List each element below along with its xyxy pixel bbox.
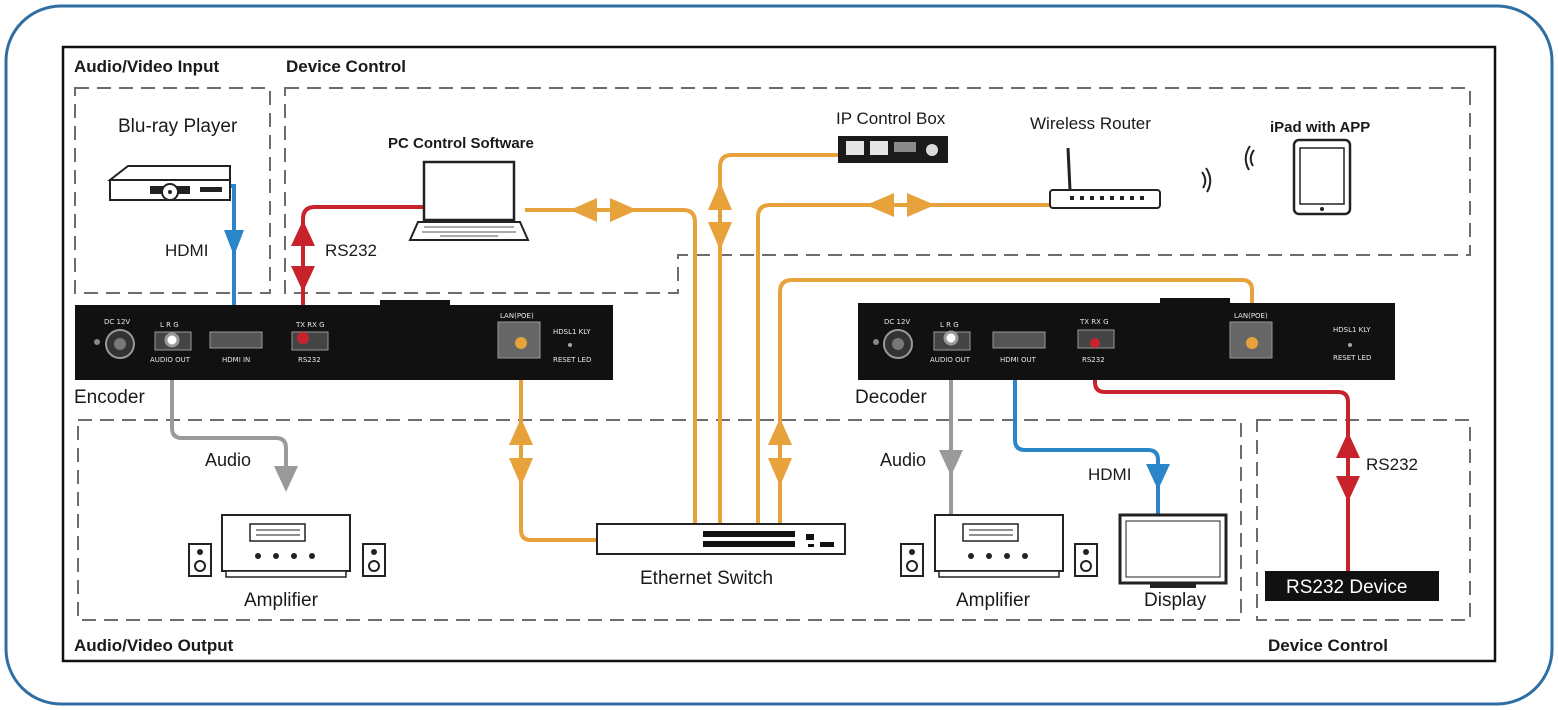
device-control-top-box — [284, 87, 1471, 294]
av-output-title: Audio/Video Output — [74, 636, 234, 655]
hdmi-arrow-down-in — [224, 230, 244, 256]
decoder-audio-out: AUDIO OUT — [930, 356, 971, 364]
eth-arrow-router-right — [907, 193, 935, 217]
wifi-waves-icon — [1201, 145, 1255, 193]
router-label: Wireless Router — [1030, 114, 1151, 133]
device-control-bottom-title: Device Control — [1268, 636, 1388, 655]
ethernet-line-decoder — [778, 278, 1254, 524]
encoder-hdmi-in: HDMI IN — [222, 356, 250, 364]
bluray-label: Blu-ray Player — [118, 116, 238, 137]
speaker-right-2-icon — [1074, 543, 1098, 577]
display-icon — [1118, 513, 1228, 588]
decoder-label: Decoder — [855, 387, 927, 408]
ethernet-switch-icon — [596, 523, 846, 555]
audio-arrow-right — [939, 450, 963, 476]
rs232-top-link-label: RS232 — [325, 241, 377, 260]
encoder-panel: DC 12V L R G AUDIO OUT HDMI IN TX RX G R… — [75, 300, 613, 380]
amplifier-right-label: Amplifier — [956, 590, 1031, 611]
ethernet-lines — [519, 153, 1254, 542]
laptop-icon — [408, 160, 530, 241]
audio-line-left — [170, 340, 288, 478]
rs232-arrow-right-down — [1336, 476, 1360, 502]
ethernet-arrows — [509, 182, 935, 486]
encoder-txrx: TX RX G — [295, 321, 325, 329]
rs232-arrow-top-down — [291, 266, 315, 292]
hdmi-line-output — [1013, 342, 1160, 515]
ipad-icon — [1292, 138, 1352, 216]
amplifier-left-label: Amplifier — [244, 590, 319, 611]
decoder-panel: DC 12V L R G AUDIO OUT HDMI OUT TX RX G … — [858, 298, 1395, 380]
eth-arrow-ipbox-down — [708, 222, 732, 250]
switch-label: Ethernet Switch — [640, 568, 773, 589]
hdmi-in-link-label: HDMI — [165, 241, 208, 260]
audio-arrows — [274, 450, 963, 492]
ip-control-box-icon — [838, 136, 948, 163]
av-input-box — [74, 87, 271, 294]
audio-left-link-label: Audio — [205, 450, 251, 470]
speaker-right-1-icon — [900, 543, 924, 577]
port-dots — [164, 330, 1258, 349]
hdmi-arrow-down-out — [1146, 464, 1170, 490]
inner-frame — [61, 45, 1497, 663]
device-control-top-title: Device Control — [286, 57, 406, 76]
decoder-lan: LAN(POE) — [1234, 312, 1268, 320]
decoder-status: HDSL1 KLY — [1333, 326, 1371, 334]
hdmi-out-link-label: HDMI — [1088, 465, 1131, 484]
rs232-arrows — [291, 220, 1360, 502]
av-output-box — [77, 419, 1242, 621]
ip-box-label: IP Control Box — [836, 109, 946, 128]
encoder-rs232: RS232 — [298, 356, 321, 364]
ethernet-line-pc — [525, 208, 697, 524]
rs232-right-link-label: RS232 — [1366, 455, 1418, 474]
decoder-hdmi-out: HDMI OUT — [1000, 356, 1037, 364]
eth-arrow-encoder-up — [509, 418, 533, 445]
rs232-arrow-right-up — [1336, 432, 1360, 458]
rs232-line-device — [1093, 345, 1350, 572]
encoder-label: Encoder — [74, 387, 145, 408]
rs232-lines — [301, 205, 1350, 572]
ipad-label: iPad with APP — [1270, 119, 1370, 136]
eth-arrow-pc-left — [570, 198, 597, 222]
audio-right-link-label: Audio — [880, 450, 926, 470]
rs232-device-label: RS232 Device — [1286, 577, 1407, 598]
speaker-left-1-icon — [188, 543, 212, 577]
eth-arrow-decoder-down — [768, 458, 792, 486]
eth-arrow-decoder-up — [768, 418, 792, 445]
av-input-title: Audio/Video Input — [74, 57, 219, 76]
encoder-audio-out: AUDIO OUT — [150, 356, 191, 364]
audio-arrow-left — [274, 466, 298, 492]
ethernet-line-encoder — [519, 345, 598, 542]
encoder-dc12v: DC 12V — [104, 318, 130, 326]
rs232-line-pc — [301, 205, 424, 338]
device-control-bottom-box — [1256, 419, 1471, 621]
encoder-reset: RESET LED — [553, 356, 591, 364]
rs232-device-box — [1265, 571, 1439, 601]
pc-label: PC Control Software — [388, 135, 534, 152]
rs232-arrow-top-up — [291, 220, 315, 246]
decoder-txrx: TX RX G — [1079, 318, 1109, 326]
eth-arrow-ipbox-up — [708, 182, 732, 210]
decoder-reset: RESET LED — [1333, 354, 1371, 362]
eth-arrow-pc-right — [610, 198, 637, 222]
eth-arrow-router-left — [866, 193, 894, 217]
decoder-dc12v: DC 12V — [884, 318, 910, 326]
encoder-lr: L R G — [160, 321, 179, 329]
encoder-lan: LAN(POE) — [500, 312, 534, 320]
amplifier-right-icon — [934, 514, 1064, 578]
decoder-lr: L R G — [940, 321, 959, 329]
ethernet-line-ipbox — [718, 153, 838, 524]
amplifier-left-icon — [221, 514, 351, 578]
wireless-router-icon — [1049, 147, 1161, 209]
speaker-left-2-icon — [362, 543, 386, 577]
hdmi-arrows — [224, 230, 1170, 490]
display-label: Display — [1144, 590, 1207, 611]
encoder-status: HDSL1 KLY — [553, 328, 591, 336]
section-boxes — [74, 87, 1471, 621]
decoder-rs232: RS232 — [1082, 356, 1105, 364]
ethernet-line-router — [756, 203, 1050, 524]
eth-arrow-encoder-down — [509, 458, 533, 486]
bluray-player-icon — [107, 165, 231, 201]
